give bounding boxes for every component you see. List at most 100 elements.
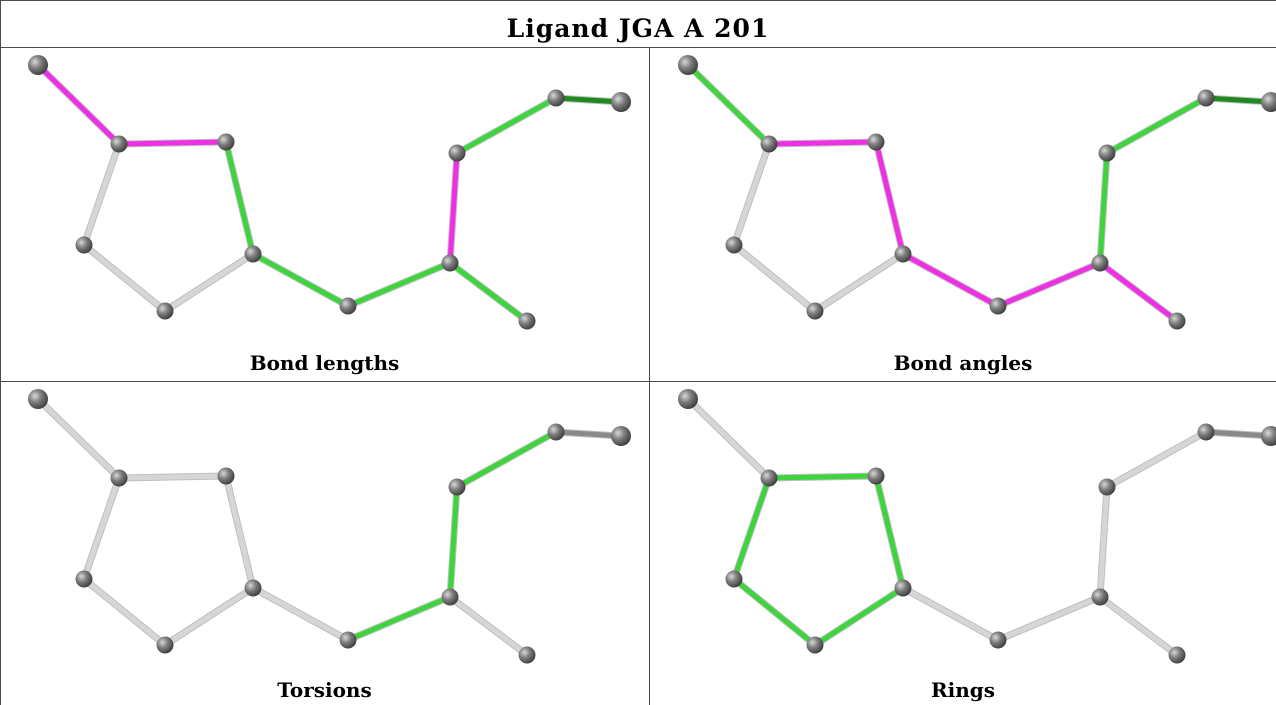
bond-a2-a3 xyxy=(116,139,229,147)
atom-a2 xyxy=(760,469,778,487)
atom-a4 xyxy=(894,579,912,597)
bond-a4-a7 xyxy=(900,585,1001,643)
bond-a5-a6 xyxy=(731,576,818,648)
bond-a3-a4 xyxy=(873,139,906,257)
bond-a1-a2 xyxy=(35,62,122,147)
bond-a9-a11 xyxy=(454,429,559,490)
bond-a6-a4 xyxy=(812,251,906,314)
bond-a4-a7 xyxy=(250,585,351,643)
atom-a5 xyxy=(725,570,743,588)
atom-a12 xyxy=(1261,426,1276,446)
bond-a2-a3 xyxy=(116,473,229,481)
bond-a2-a5 xyxy=(81,141,122,248)
atom-a6 xyxy=(156,302,174,320)
bond-a11-a12 xyxy=(553,95,624,105)
molecule-rings xyxy=(678,389,1276,664)
atom-a8 xyxy=(441,254,459,272)
atom-a10 xyxy=(518,312,536,330)
bond-a6-a4 xyxy=(162,251,256,314)
molecule-bond-lengths xyxy=(28,55,631,330)
bond-a3-a4 xyxy=(223,473,256,591)
atom-a10 xyxy=(1168,646,1186,664)
bond-a8-a10 xyxy=(1097,260,1180,324)
bond-a8-a9 xyxy=(1097,150,1110,266)
atom-a8 xyxy=(1091,254,1109,272)
atom-a1 xyxy=(678,55,698,75)
panel-torsions: Torsions xyxy=(0,382,649,705)
bond-a2-a5 xyxy=(731,141,772,248)
atom-a11 xyxy=(547,89,565,107)
atom-a2 xyxy=(760,135,778,153)
bond-a1-a2 xyxy=(685,396,772,481)
bond-a9-a11 xyxy=(454,95,559,156)
atom-a2 xyxy=(110,469,128,487)
atom-a8 xyxy=(1091,588,1109,606)
atom-a7 xyxy=(989,631,1007,649)
bond-a5-a6 xyxy=(731,242,818,314)
atom-a4 xyxy=(244,579,262,597)
atom-a1 xyxy=(678,389,698,409)
bond-a8-a10 xyxy=(447,594,530,658)
top-border xyxy=(0,0,1276,1)
bond-a6-a4 xyxy=(162,585,256,648)
atom-a6 xyxy=(806,302,824,320)
bond-a5-a6 xyxy=(81,242,168,314)
bond-a3-a4 xyxy=(223,139,256,257)
bond-a9-a11 xyxy=(1104,95,1209,156)
atom-a2 xyxy=(110,135,128,153)
bond-a2-a3 xyxy=(766,139,879,147)
figure-title: Ligand JGA A 201 xyxy=(506,14,770,43)
atom-a5 xyxy=(75,236,93,254)
atom-a4 xyxy=(894,245,912,263)
atom-a3 xyxy=(217,467,235,485)
bond-a6-a4 xyxy=(812,585,906,648)
atom-a12 xyxy=(1261,92,1276,112)
bond-a7-a8 xyxy=(345,594,453,643)
bond-a2-a5 xyxy=(81,475,122,582)
bond-a4-a7 xyxy=(250,251,351,309)
atom-a9 xyxy=(448,144,466,162)
panel-bond-angles: Bond angles xyxy=(650,48,1276,381)
atom-a9 xyxy=(448,478,466,496)
bond-a1-a2 xyxy=(35,396,122,481)
bond-a9-a11 xyxy=(1104,429,1209,490)
atom-a10 xyxy=(1168,312,1186,330)
atom-a3 xyxy=(867,133,885,151)
atom-a12 xyxy=(611,426,631,446)
atom-a5 xyxy=(75,570,93,588)
bond-a11-a12 xyxy=(1203,95,1274,105)
panel-rings: Rings xyxy=(650,382,1276,705)
bond-a8-a10 xyxy=(447,260,530,324)
atom-a9 xyxy=(1098,478,1116,496)
atom-a3 xyxy=(867,467,885,485)
bond-a11-a12 xyxy=(553,429,624,439)
left-border xyxy=(0,0,1,705)
atom-a8 xyxy=(441,588,459,606)
bond-a11-a12 xyxy=(1203,429,1274,439)
atom-a1 xyxy=(28,55,48,75)
atom-a12 xyxy=(611,92,631,112)
bond-a7-a8 xyxy=(995,260,1103,309)
atom-a7 xyxy=(339,297,357,315)
atom-a6 xyxy=(806,636,824,654)
bond-a4-a7 xyxy=(900,251,1001,309)
atom-a7 xyxy=(989,297,1007,315)
atom-a9 xyxy=(1098,144,1116,162)
bond-a2-a3 xyxy=(766,473,879,481)
panel-caption: Bond lengths xyxy=(249,351,400,375)
panel-caption: Rings xyxy=(930,678,995,702)
bond-a3-a4 xyxy=(873,473,906,591)
atom-a11 xyxy=(547,423,565,441)
panel-caption: Bond angles xyxy=(893,351,1033,375)
panel-caption: Torsions xyxy=(277,678,372,702)
bond-a7-a8 xyxy=(345,260,453,309)
bond-a8-a9 xyxy=(1097,484,1110,600)
panel-bond-lengths: Bond lengths xyxy=(0,48,649,381)
header-divider xyxy=(0,47,1276,48)
bond-a8-a9 xyxy=(447,150,460,266)
atom-a5 xyxy=(725,236,743,254)
atom-a6 xyxy=(156,636,174,654)
bond-a5-a6 xyxy=(81,576,168,648)
molecule-bond-angles xyxy=(678,55,1276,330)
